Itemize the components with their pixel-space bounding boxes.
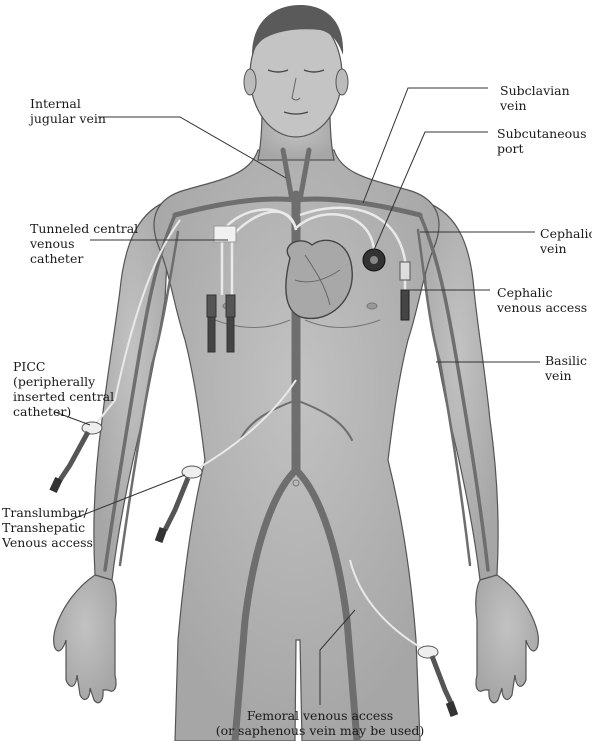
label-line: Cephalic (497, 285, 553, 300)
label-line: Transhepatic (2, 520, 86, 535)
leader-picc (54, 411, 91, 426)
right-arm (419, 199, 499, 581)
left-hand (53, 574, 117, 704)
leader-translumbar (69, 474, 186, 521)
head (243, 5, 349, 138)
leader-internal-jugular (98, 116, 287, 179)
label-tunneled-central-venous-catheter: Tunneled central venous catheter (30, 221, 138, 266)
label-line: catheter (30, 251, 84, 266)
label-line: vein (545, 368, 572, 383)
tunneled-catheter (213, 208, 298, 295)
cephalic-vein-right (418, 213, 490, 572)
basilic-vein-right (416, 228, 472, 567)
label-cephalic-vein: Cephalic vein (540, 226, 592, 256)
subclavian-vein-left (172, 196, 299, 218)
left-ear (243, 68, 257, 96)
label-line: jugular vein (30, 111, 106, 126)
label-cephalic-venous-access: Cephalic venous access (497, 285, 587, 315)
label-line: venous (30, 236, 75, 251)
cephalic-access-catheter (299, 206, 411, 321)
label-line: Cephalic (540, 226, 592, 241)
subcutaneous-port (295, 213, 386, 272)
iliac-right (292, 466, 361, 741)
label-femoral-venous-access: Femoral venous access (or saphenous vein… (210, 708, 430, 738)
heart (285, 239, 353, 320)
right-hand (475, 574, 539, 704)
hair (252, 5, 344, 55)
leader-subclavian (362, 87, 488, 204)
leader-port (373, 131, 488, 251)
label-line: vein (540, 241, 567, 256)
internal-jugular-vein-right (297, 147, 312, 203)
label-line: catheter) (13, 404, 72, 419)
label-line: Basilic (545, 353, 588, 368)
label-line: vein (500, 98, 527, 113)
internal-jugular-vein-left (280, 147, 295, 203)
femoral-catheter (349, 559, 459, 717)
label-line: venous access (497, 300, 588, 315)
label-line: inserted central (13, 389, 115, 404)
label-line: Subclavian (500, 83, 570, 98)
subclavian-vein (293, 196, 423, 218)
label-line: PICC (13, 359, 46, 374)
label-basilic-vein: Basilic vein (545, 353, 587, 383)
label-line: Femoral venous access (246, 708, 394, 723)
label-line: port (497, 141, 524, 156)
label-line: (peripherally (13, 374, 96, 389)
label-line: Venous access (2, 535, 93, 550)
translumbar-catheter (154, 379, 297, 543)
label-line: Tunneled central (30, 221, 139, 236)
leader-lines (54, 87, 540, 705)
label-line: Internal (30, 96, 81, 111)
picc-catheter (49, 219, 181, 494)
label-subcutaneous-port: Subcutaneous port (497, 126, 587, 156)
label-line: Subcutaneous (497, 126, 587, 141)
tunneled-catheter-hubs (206, 294, 236, 353)
label-internal-jugular-vein: Internal jugular vein (30, 96, 106, 126)
label-line: Translumbar/ (2, 505, 88, 520)
arm-veins-left (103, 213, 177, 572)
hepatic-veins (239, 399, 297, 441)
iliac-left (231, 466, 300, 741)
label-picc: PICC (peripherally inserted central cath… (13, 359, 114, 419)
leader-femoral (319, 609, 356, 705)
right-ear (335, 68, 349, 96)
label-subclavian-vein: Subclavian vein (500, 83, 570, 113)
label-line: (or saphenous vein may be used) (215, 723, 425, 738)
label-translumbar-transhepatic: Translumbar/ Transhepatic Venous access (2, 505, 93, 550)
